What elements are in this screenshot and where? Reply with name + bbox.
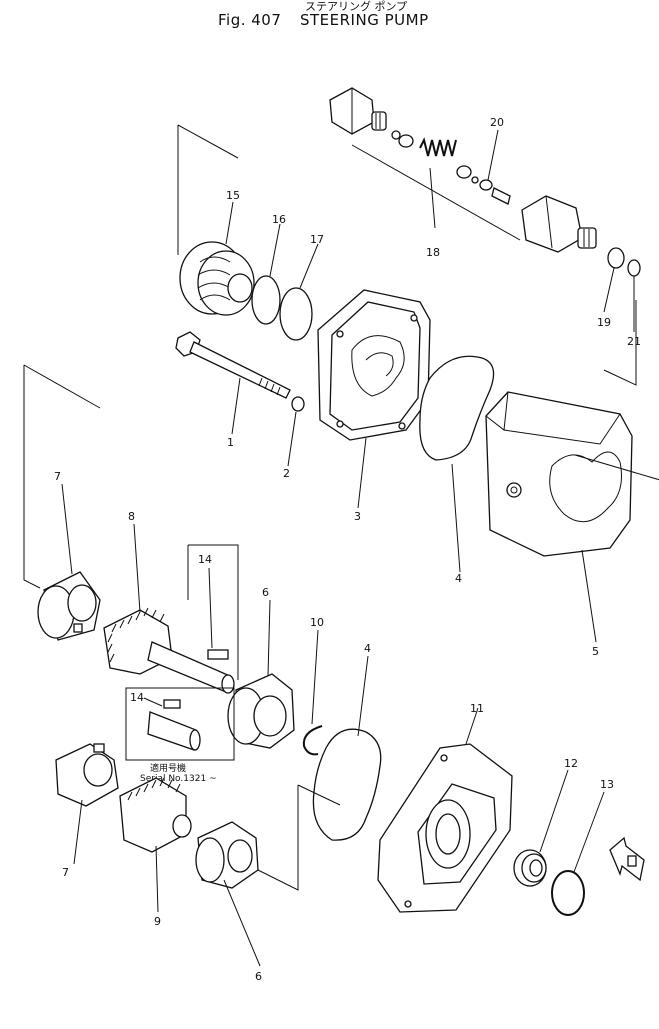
- callout-12: 12: [564, 757, 578, 770]
- rear-cover: [377, 743, 513, 913]
- plug-and-seals: [177, 124, 313, 341]
- callout-6-lower: 6: [255, 970, 262, 983]
- snap-ring: [302, 725, 323, 756]
- callout-4-upper: 4: [455, 572, 462, 585]
- callout-13: 13: [600, 778, 614, 791]
- pump-body: [485, 391, 659, 557]
- driven-gear: [119, 777, 192, 853]
- callout-15: 15: [226, 189, 240, 202]
- callout-8: 8: [128, 510, 135, 523]
- washer: [291, 396, 305, 412]
- callout-7-lower: 7: [62, 866, 69, 879]
- key-upper: [207, 649, 229, 660]
- callout-11: 11: [470, 702, 484, 715]
- gasket-lower: [312, 728, 382, 841]
- callout-1: 1: [227, 436, 234, 449]
- key-bracket: [188, 544, 239, 680]
- bushing-lower: [195, 821, 259, 889]
- callout-21: 21: [627, 335, 641, 348]
- inset-note-japanese: 適用号機: [150, 762, 186, 774]
- callout-14-lower: 14: [130, 691, 144, 704]
- bolt: [175, 331, 291, 399]
- callout-17: 17: [310, 233, 324, 246]
- spring: [419, 137, 457, 157]
- figure-title: STEERING PUMP: [300, 11, 429, 29]
- drive-gear: [103, 607, 235, 694]
- callout-5: 5: [592, 645, 599, 658]
- front-arrow-icon: [609, 836, 645, 882]
- callout-4-lower: 4: [364, 642, 371, 655]
- callout-2: 2: [283, 467, 290, 480]
- callout-19: 19: [597, 316, 611, 329]
- callout-7-upper: 7: [54, 470, 61, 483]
- callout-16: 16: [272, 213, 286, 226]
- bushing-upper: [227, 673, 295, 749]
- gasket-upper: [419, 355, 495, 461]
- callout-20: 20: [490, 116, 504, 129]
- callout-3: 3: [354, 510, 361, 523]
- callout-14-upper: 14: [198, 553, 212, 566]
- callout-6-upper: 6: [262, 586, 269, 599]
- callout-10: 10: [310, 616, 324, 629]
- figure-number: Fig. 407: [218, 11, 281, 29]
- title-japanese: ステアリング ポンプ: [305, 0, 407, 13]
- bearing-upper: [37, 571, 101, 641]
- leader-lines: [61, 129, 635, 967]
- callout-labels: 15 16 17 18 19 20 21 1 2 3 4 5 7 8 14 6 …: [54, 116, 641, 983]
- bearing-lower: [55, 743, 119, 807]
- retaining-ring: [551, 870, 585, 916]
- callout-9: 9: [154, 915, 161, 928]
- callout-18: 18: [426, 246, 440, 259]
- inset-box: 適用号機 Serial No.1321 ~: [125, 687, 235, 784]
- relief-valve-assembly: [329, 87, 641, 386]
- inset-serial: Serial No.1321 ~: [140, 774, 217, 784]
- oil-seal: [513, 849, 547, 887]
- front-cover: [317, 289, 431, 441]
